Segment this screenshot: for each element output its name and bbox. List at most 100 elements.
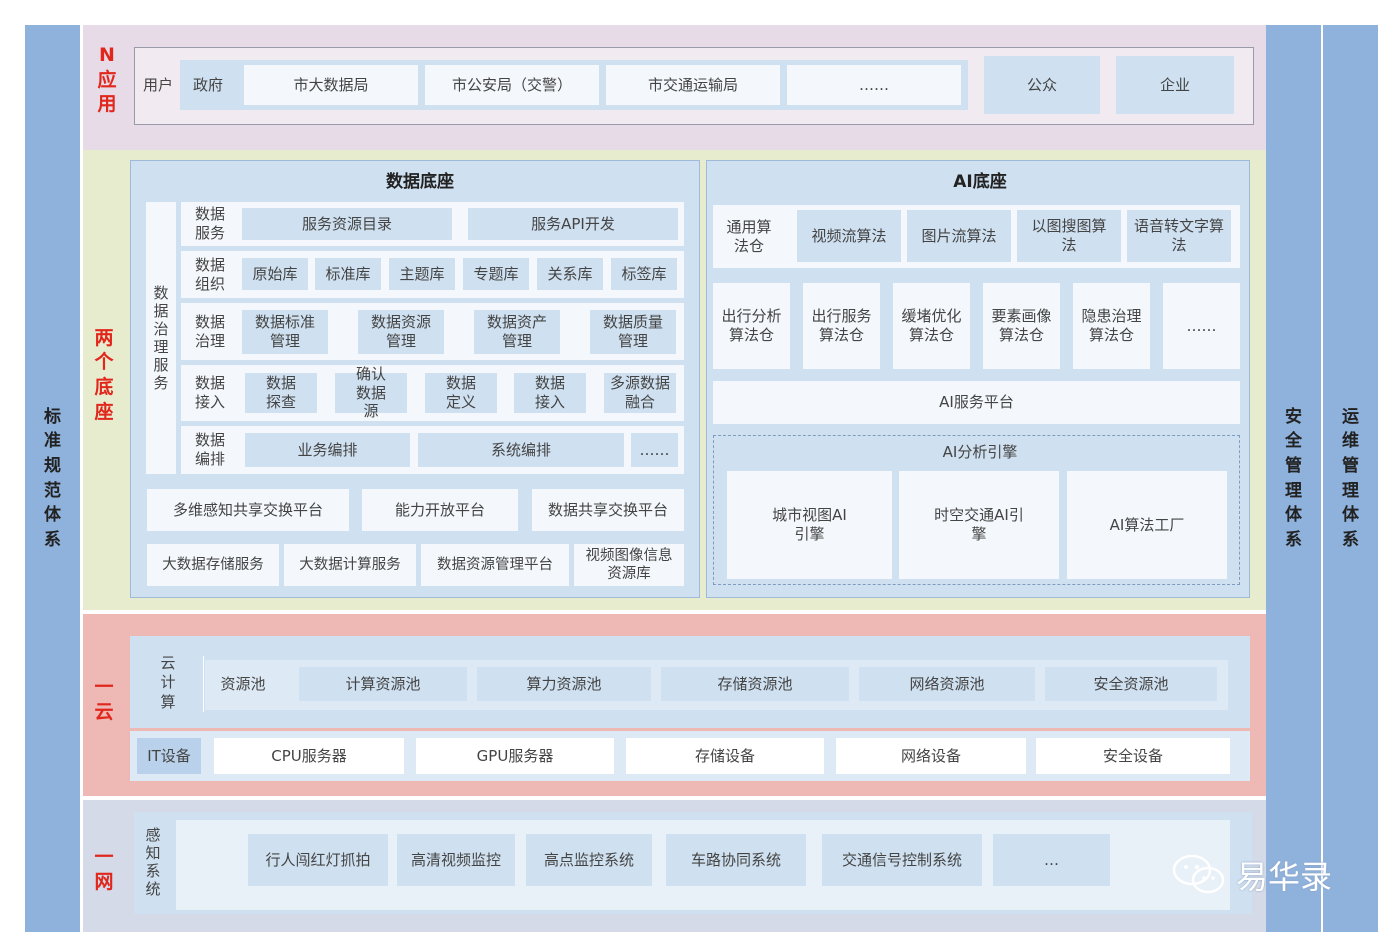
ops-column-label: 运维管理体系	[1323, 25, 1378, 932]
ops-column-char: 体	[1342, 505, 1359, 526]
device-item: 安全设备	[1036, 738, 1230, 774]
data-item: 数据资产管理	[474, 310, 560, 354]
gov-item: 市交通运输局	[606, 65, 780, 105]
platform-item: 视频图像信息资源库	[574, 544, 684, 586]
device-item: 网络设备	[836, 738, 1026, 774]
data-item: 数据定义	[425, 373, 497, 413]
platform-item: 数据共享交换平台	[532, 489, 684, 531]
standards-column-char: 规	[44, 455, 61, 476]
general-item: 语音转文字算法	[1127, 210, 1231, 262]
sense-char: 知	[145, 844, 161, 862]
data-item: 数据探查	[245, 373, 317, 413]
standards-column-char: 准	[44, 431, 61, 452]
pool-item: 存储资源池	[661, 667, 849, 701]
data-item: 数据标准管理	[242, 310, 328, 354]
cloud-divider	[203, 656, 204, 712]
data-base-title: 数据底座	[386, 172, 454, 193]
ai-base-title: AI底座	[953, 172, 1007, 193]
ops-column-char: 管	[1342, 455, 1359, 476]
sense-char: 感	[145, 826, 161, 844]
data-item: 数据质量管理	[590, 310, 676, 354]
engine-title: AI分析引擎	[942, 442, 1018, 461]
n-apps-char: 用	[97, 93, 117, 116]
governance-side-char: 理	[153, 338, 169, 356]
governance-side-box	[146, 202, 176, 474]
engine-frame	[713, 435, 1240, 585]
sense-char: 统	[145, 880, 161, 898]
governance-side-char: 据	[153, 302, 169, 320]
cloud-calc-label: 云计算	[150, 650, 186, 716]
general-item: 以图搜图算法	[1017, 210, 1121, 262]
ops-column-char: 系	[1342, 529, 1359, 550]
one-cloud-char: 一	[94, 676, 114, 699]
net-item: 交通信号控制系统	[822, 834, 982, 886]
it-label: IT设备	[137, 738, 201, 774]
platform-item: 大数据计算服务	[284, 544, 416, 586]
standards-column-char: 标	[44, 406, 61, 427]
engine-item: AI算法工厂	[1067, 471, 1227, 579]
data-item: 原始库	[242, 258, 308, 290]
platform-item: 大数据存储服务	[147, 544, 279, 586]
n-apps-char: 应	[97, 68, 117, 91]
security-column-label: 安全管理体系	[1266, 25, 1321, 932]
user-label: 用户	[142, 75, 173, 94]
public-item: 企业	[1116, 56, 1234, 114]
row-label-orch: 数据编排	[194, 431, 225, 468]
standards-column	[25, 25, 80, 932]
data-item: 标准库	[315, 258, 381, 290]
two-bases-char: 个	[94, 351, 114, 374]
standards-column-char: 体	[44, 505, 61, 526]
two-bases-char: 座	[94, 400, 114, 423]
warehouse-item: 隐患治理算法仓	[1073, 283, 1150, 369]
data-item: 专题库	[463, 258, 529, 290]
two-bases-char: 两	[94, 326, 114, 349]
governance-side-char: 服	[153, 356, 169, 374]
standards-column-char: 系	[44, 529, 61, 550]
data-item: ……	[631, 433, 678, 467]
device-item: GPU服务器	[416, 738, 614, 774]
platform-item: 能力开放平台	[362, 489, 518, 531]
platform-item: 多维感知共享交换平台	[147, 489, 349, 531]
data-item: 标签库	[611, 258, 677, 290]
engine-item: 城市视图AI引擎	[727, 471, 892, 579]
security-column-char: 理	[1285, 480, 1302, 501]
ops-column-char: 运	[1342, 406, 1359, 427]
data-item: 服务资源目录	[242, 208, 452, 240]
two-bases-label: 两个底座	[88, 300, 120, 450]
n-apps-char: N	[99, 43, 115, 66]
one-cloud-char: 云	[94, 701, 114, 723]
warehouse-item: 出行分析算法仓	[713, 283, 790, 369]
net-item: 高点监控系统	[526, 834, 652, 886]
device-item: 存储设备	[626, 738, 824, 774]
warehouse-item: 缓堵优化算法仓	[893, 283, 970, 369]
row-label-gov: 数据治理	[194, 312, 225, 350]
one-net-char: 一	[94, 846, 114, 869]
one-net-char: 网	[94, 871, 114, 893]
platform-item: 数据资源管理平台	[421, 544, 569, 586]
standards-column-label: 标准规范体系	[25, 25, 80, 932]
wechat-icon	[1170, 852, 1230, 896]
ops-column-char: 维	[1342, 431, 1359, 452]
governance-side-label: 数据治理服务	[146, 202, 176, 474]
governance-side-char: 数	[153, 284, 169, 302]
warehouse-item: ……	[1163, 283, 1240, 369]
cloud-calc-char: 云	[160, 653, 176, 672]
public-item: 公众	[984, 56, 1100, 114]
security-column	[1266, 25, 1321, 932]
governance-side-char: 务	[153, 374, 169, 392]
security-column-char: 体	[1285, 505, 1302, 526]
governance-side-char: 治	[153, 320, 169, 338]
device-item: CPU服务器	[214, 738, 404, 774]
security-column-char: 全	[1285, 431, 1302, 452]
one-cloud-label: 一云	[88, 650, 120, 750]
two-bases-char: 底	[94, 376, 114, 398]
pool-item: 安全资源池	[1045, 667, 1217, 701]
security-column-char: 系	[1285, 529, 1302, 550]
data-item: 数据资源管理	[358, 310, 444, 354]
net-item: 行人闯红灯抓拍	[248, 834, 388, 886]
data-item: 业务编排	[245, 433, 410, 467]
ai-service-platform: AI服务平台	[713, 381, 1240, 424]
data-item: 确认数据源	[335, 365, 407, 420]
general-item: 视频流算法	[797, 210, 901, 262]
one-net-label: 一网	[88, 820, 120, 920]
